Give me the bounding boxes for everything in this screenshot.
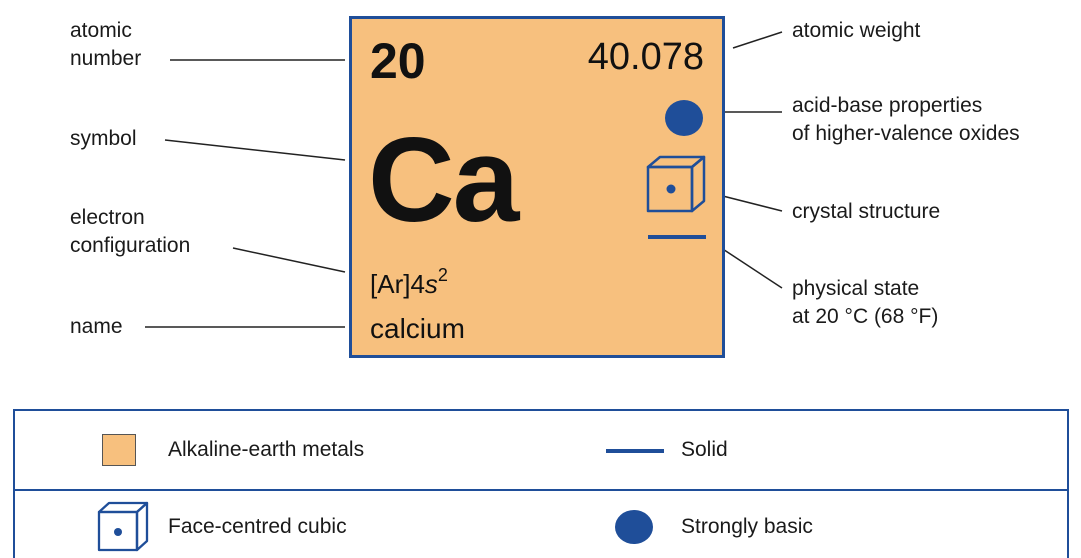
filled-circle-icon (665, 100, 703, 136)
atomic-weight: 40.078 (587, 36, 704, 78)
label-electron-configuration: electron configuration (70, 206, 191, 257)
label-name: name (70, 315, 123, 338)
legend: Alkaline-earth metals Solid Face-centred… (13, 409, 1069, 558)
element-tile: 20 40.078 Ca [Ar]4s2 calcium (349, 16, 725, 358)
label-physical-state: physical state at 20 °C (68 °F) (792, 277, 939, 328)
label-atomic-number: atomic number (70, 19, 142, 70)
electron-configuration: [Ar]4s2 (370, 265, 448, 299)
leader-atomic-weight (732, 31, 783, 49)
leader-symbol (164, 139, 346, 161)
label-atomic-weight: atomic weight (792, 19, 921, 42)
label-symbol: symbol (70, 127, 137, 150)
atomic-number: 20 (370, 33, 426, 89)
label-acid-base: acid-base properties of higher-valence o… (792, 94, 1020, 145)
horizontal-bar-icon (606, 449, 664, 453)
leader-electron-configuration (232, 247, 346, 273)
filled-circle-icon (615, 510, 653, 544)
cube-icon (646, 155, 706, 213)
legend-category: Alkaline-earth metals (168, 438, 365, 461)
cube-icon (97, 501, 149, 552)
element-name: calcium (370, 313, 465, 344)
legend-crystal: Face-centred cubic (168, 515, 347, 538)
horizontal-bar-icon (648, 235, 706, 239)
legend-divider (15, 489, 1067, 491)
legend-state: Solid (681, 438, 728, 461)
legend-acid-base: Strongly basic (681, 515, 813, 538)
color-swatch-icon (102, 434, 136, 466)
element-symbol: Ca (368, 113, 519, 247)
label-crystal-structure: crystal structure (792, 200, 941, 223)
